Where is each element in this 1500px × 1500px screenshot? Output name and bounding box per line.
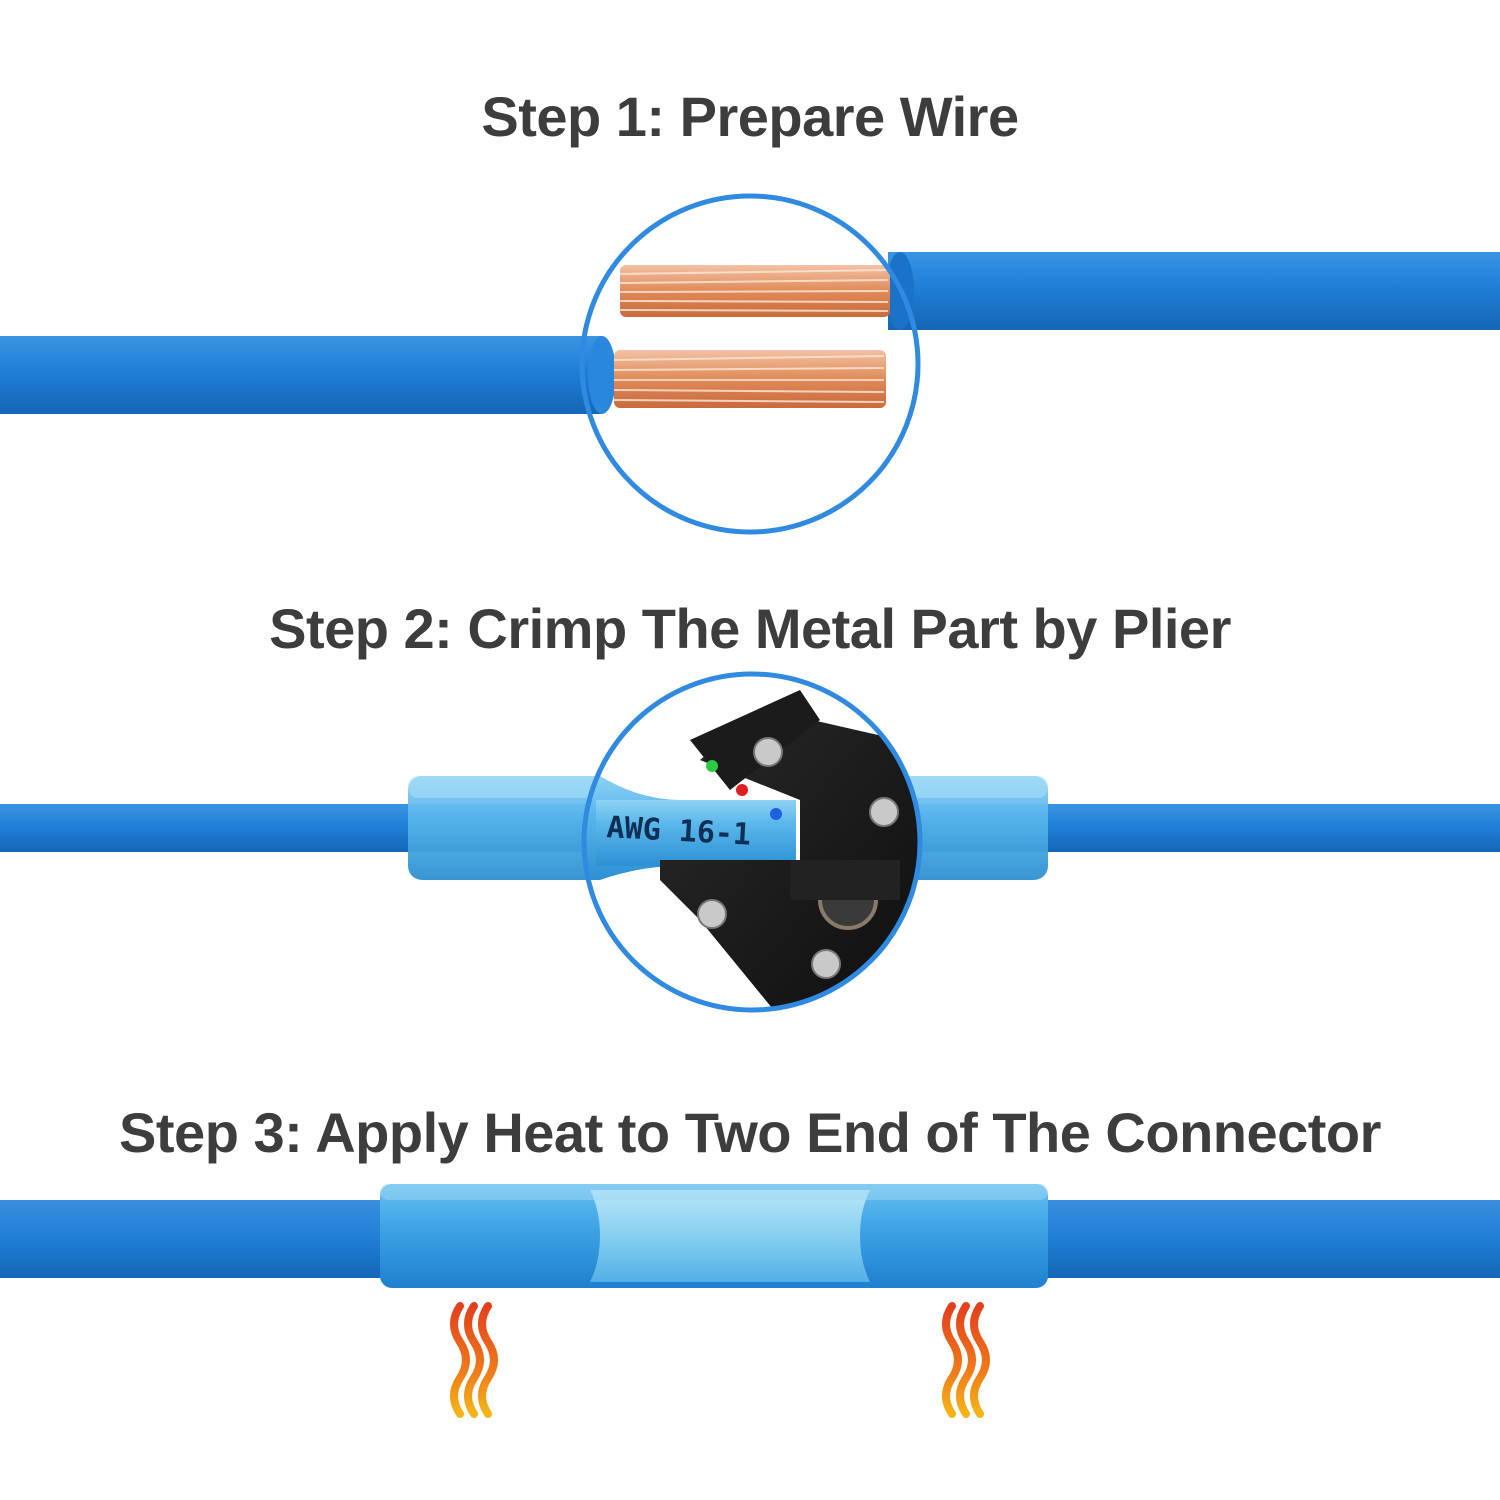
step-1-illustration xyxy=(0,193,1500,535)
zoom-circle xyxy=(579,193,921,535)
step-2-title: Step 2: Crimp The Metal Part by Plier xyxy=(269,597,1231,660)
step-1-title: Step 1: Prepare Wire xyxy=(481,85,1019,148)
wire-upper xyxy=(886,252,1500,330)
crimping-plier-icon xyxy=(660,690,920,1010)
heat-wave-icon xyxy=(942,1302,990,1418)
step-3-illustration xyxy=(0,1184,1500,1418)
tube-print: AWG 16-1 xyxy=(606,810,752,853)
heat-wave-icon xyxy=(450,1302,498,1418)
zoom-circle xyxy=(581,671,923,1013)
step-2-illustration: AWG 16-1 xyxy=(0,671,1500,1013)
step-3-title: Step 3: Apply Heat to Two End of The Con… xyxy=(119,1101,1381,1164)
heat-shrink-connector xyxy=(380,1184,1048,1288)
copper-strands-icon xyxy=(613,265,890,408)
wire-lower xyxy=(0,336,616,414)
